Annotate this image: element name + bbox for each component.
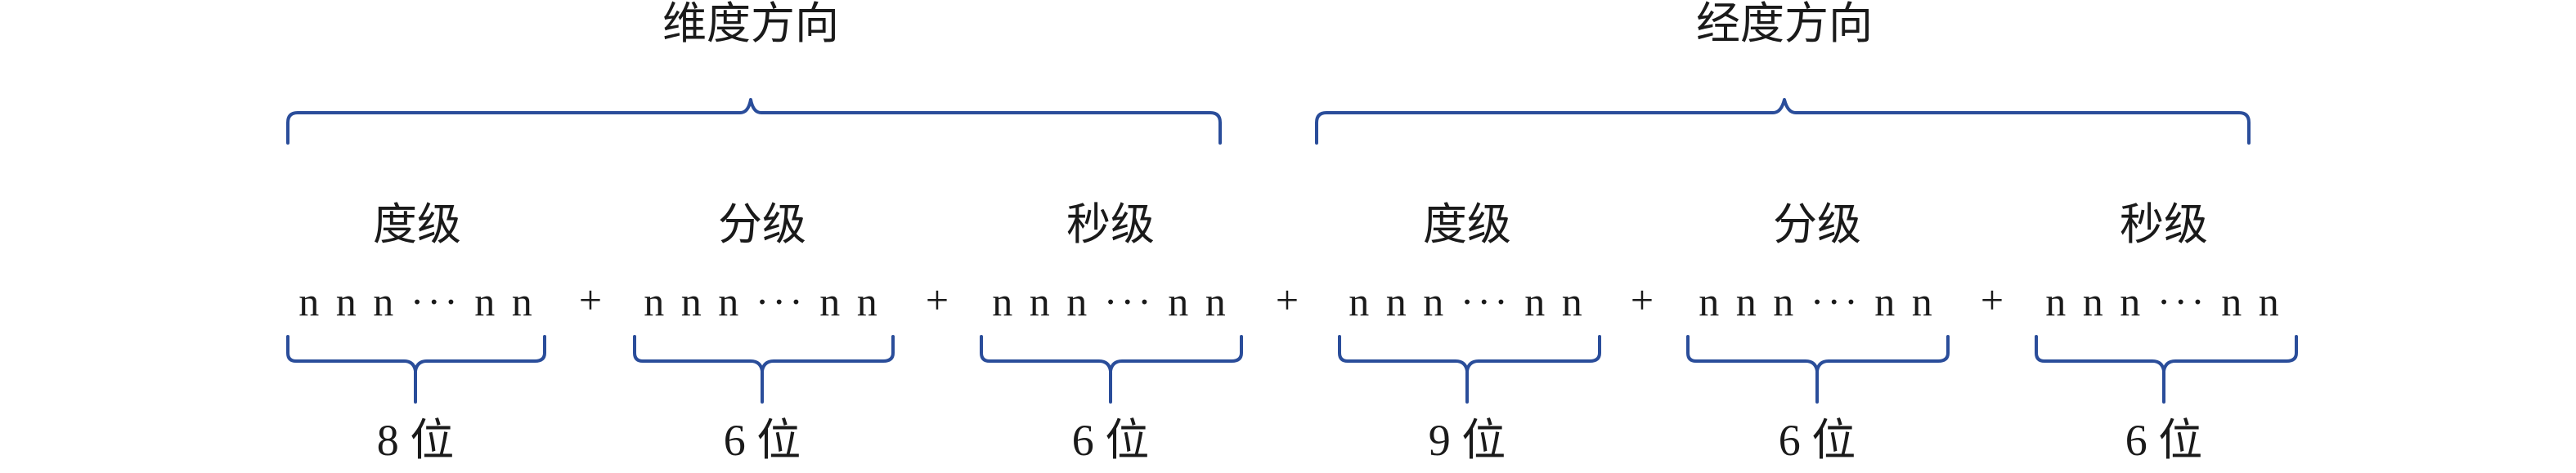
bit-count-3: 6 位 (1071, 416, 1150, 465)
level-label-3: 秒级 (1066, 200, 1155, 249)
direction-label-longitude: 经度方向 (1696, 0, 1873, 48)
top-brace-latitude (286, 98, 1222, 145)
digits-2: n n n ··· n n (644, 279, 881, 324)
digits-5: n n n ··· n n (1699, 279, 1936, 324)
bottom-brace-1 (286, 335, 546, 404)
bottom-brace-2 (633, 335, 895, 404)
digits-1: n n n ··· n n (298, 279, 536, 324)
bit-count-1: 8 位 (376, 416, 455, 465)
digits-6: n n n ··· n n (2045, 279, 2282, 324)
plus-operator-1: + (578, 277, 603, 323)
bit-count-5: 6 位 (1778, 416, 1856, 465)
digits-4: n n n ··· n n (1349, 279, 1586, 324)
bit-count-4: 9 位 (1428, 416, 1506, 465)
level-label-2: 分级 (718, 200, 806, 249)
direction-label-latitude: 维度方向 (662, 0, 839, 48)
level-label-1: 度级 (373, 200, 461, 249)
plus-operator-4: + (1630, 277, 1654, 323)
level-label-6: 秒级 (2120, 200, 2208, 249)
plus-operator-5: + (1980, 277, 2004, 323)
level-label-5: 分级 (1773, 200, 1861, 249)
plus-operator-2: + (925, 277, 949, 323)
bottom-brace-4 (1338, 335, 1601, 404)
bit-count-6: 6 位 (2125, 416, 2203, 465)
level-label-4: 度级 (1423, 200, 1511, 249)
bit-count-2: 6 位 (723, 416, 801, 465)
digits-3: n n n ··· n n (992, 279, 1229, 324)
plus-operator-3: + (1275, 277, 1299, 323)
top-brace-longitude (1315, 98, 2251, 145)
bottom-brace-6 (2035, 335, 2298, 404)
bottom-brace-3 (980, 335, 1243, 404)
bottom-brace-5 (1686, 335, 1950, 404)
